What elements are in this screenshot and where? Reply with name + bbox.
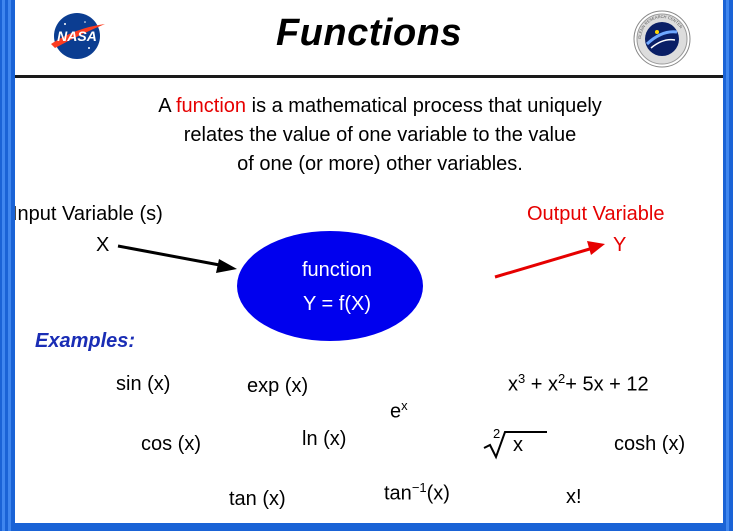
- example-sin: sin (x): [116, 373, 171, 395]
- background-stripe: [726, 0, 729, 531]
- radical-sign-icon: [483, 431, 547, 460]
- function-diagram: [117, 231, 605, 341]
- example-factorial: x!: [566, 486, 582, 508]
- example-exp: exp (x): [247, 375, 309, 397]
- slide-header: NASA Functions GLENN RESEARCH CENTER: [15, 0, 723, 78]
- output-variable: Y: [613, 234, 627, 256]
- example-square-root: 2 x: [481, 426, 551, 460]
- intro-line-3: of one (or more) other variables.: [237, 153, 523, 175]
- input-arrow: [117, 244, 237, 273]
- svg-text:NASA: NASA: [57, 28, 97, 44]
- example-cosh: cosh (x): [614, 433, 686, 455]
- ellipse-label-function: function: [301, 259, 373, 281]
- input-label: Input Variable (s): [15, 203, 163, 225]
- input-variable: X: [96, 234, 110, 256]
- output-arrow: [494, 241, 605, 279]
- example-arctan: tan−1(x): [384, 480, 450, 505]
- intro-line-1: A function is a mathematical process tha…: [158, 95, 602, 117]
- function-ellipse: [237, 231, 423, 341]
- examples-heading: Examples:: [35, 330, 136, 352]
- example-tan: tan (x): [229, 488, 286, 510]
- ellipse-label-equation: Y = f(X): [303, 293, 371, 315]
- example-e-power: ex: [390, 398, 408, 423]
- page-title: Functions: [275, 12, 463, 54]
- intro-line-2: relates the value of one variable to the…: [183, 124, 577, 146]
- background-stripe: [8, 0, 11, 531]
- output-label: Output Variable: [527, 203, 665, 225]
- example-ln: ln (x): [302, 428, 347, 450]
- example-cos: cos (x): [141, 433, 201, 455]
- background-stripe: [2, 0, 5, 531]
- research-center-seal-icon: GLENN RESEARCH CENTER: [633, 10, 691, 68]
- slide: NASA Functions GLENN RESEARCH CENTER A f…: [15, 0, 723, 523]
- example-polynomial: x3 + x2+ 5x + 12: [508, 371, 649, 396]
- function-keyword: function: [176, 95, 247, 117]
- intro-paragraph: A function is a mathematical process tha…: [50, 92, 710, 179]
- nasa-logo-icon: NASA: [51, 13, 105, 59]
